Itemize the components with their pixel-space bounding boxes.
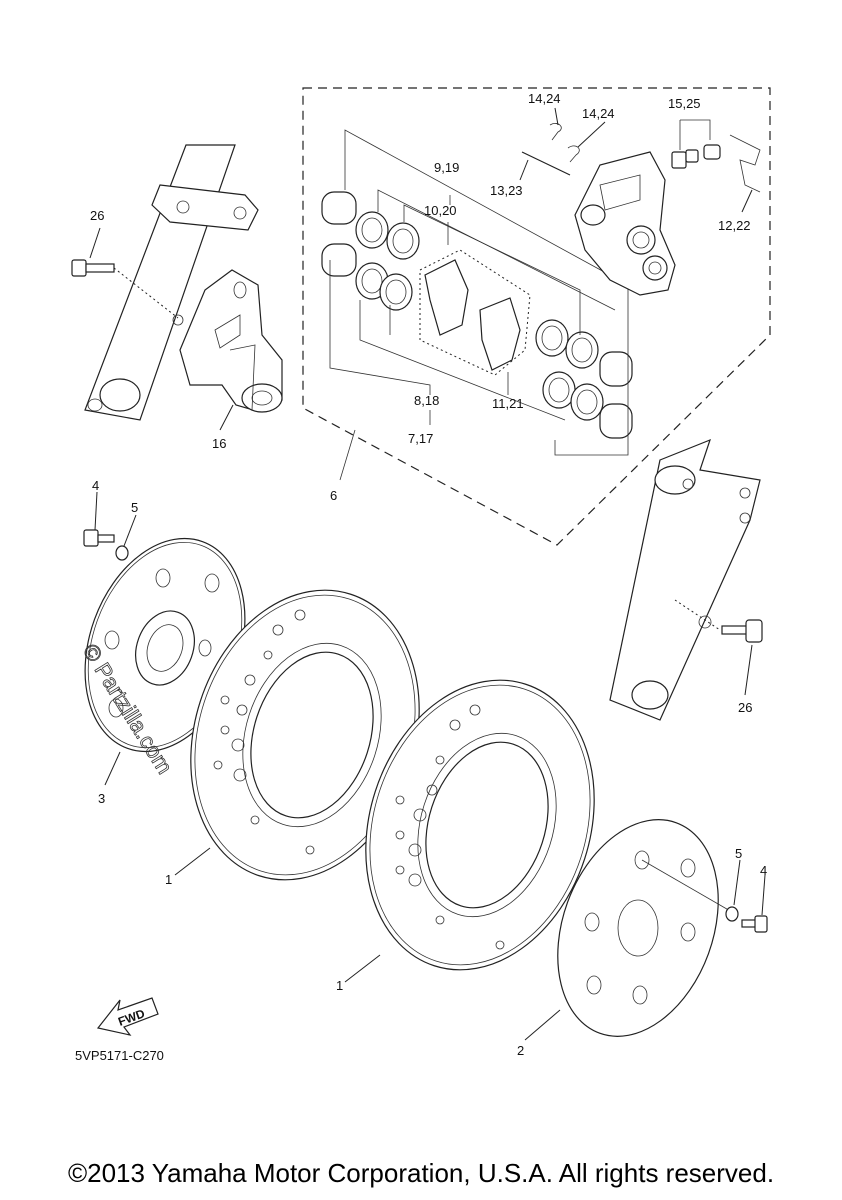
brake-disc-1-right — [365, 679, 595, 971]
bolt-26-left — [71, 259, 115, 277]
callout-1-left: 1 — [165, 872, 172, 887]
callout-8-18: 8,18 — [414, 393, 439, 408]
callout-9-19: 9,19 — [434, 160, 459, 175]
hub-plate-2 — [557, 819, 719, 1037]
caliper-16 — [179, 269, 283, 413]
callout-4-right: 4 — [760, 863, 767, 878]
caliper-assembly-6 — [574, 151, 676, 296]
callout-16: 16 — [212, 436, 226, 451]
callout-13-23: 13,23 — [490, 183, 523, 198]
callout-14-24-a: 14,24 — [528, 91, 561, 106]
fwd-arrow-icon: FWD — [96, 997, 159, 1036]
diagram-code: 5VP5171-C270 — [75, 1048, 164, 1063]
callout-7-17: 7,17 — [408, 431, 433, 446]
bolt-26-right — [721, 619, 763, 643]
left-fork-leg — [84, 144, 259, 421]
callout-6: 6 — [330, 488, 337, 503]
piston-group-right — [535, 319, 633, 439]
callout-brackets — [329, 129, 629, 481]
caliper-pin-and-clips — [521, 123, 580, 176]
callout-15-25: 15,25 — [668, 96, 701, 111]
callout-2: 2 — [517, 1043, 524, 1058]
caliper-assembly-boundary — [302, 87, 771, 546]
callout-26-left: 26 — [90, 208, 104, 223]
callout-11-21: 11,21 — [492, 396, 524, 411]
callout-14-24-b: 14,24 — [582, 106, 615, 121]
callout-5-left: 5 — [131, 500, 138, 515]
callout-1-right: 1 — [336, 978, 343, 993]
callout-5-right: 5 — [735, 846, 742, 861]
bolt-4-washer-5-right — [725, 906, 768, 933]
leader-lines — [89, 107, 766, 1041]
bleed-screw-and-spring — [671, 119, 761, 193]
callout-26-right: 26 — [738, 700, 752, 715]
piston-group-left — [321, 191, 420, 311]
callout-10-20: 10,20 — [424, 203, 457, 218]
callout-4-left: 4 — [92, 478, 99, 493]
copyright-notice: ©2013 Yamaha Motor Corporation, U.S.A. A… — [67, 1158, 775, 1188]
bolt-4-washer-5-left — [83, 529, 129, 561]
callout-12-22: 12,22 — [718, 218, 751, 233]
brake-pads — [419, 249, 531, 376]
right-fork-leg — [609, 438, 761, 721]
callout-3: 3 — [98, 791, 105, 806]
